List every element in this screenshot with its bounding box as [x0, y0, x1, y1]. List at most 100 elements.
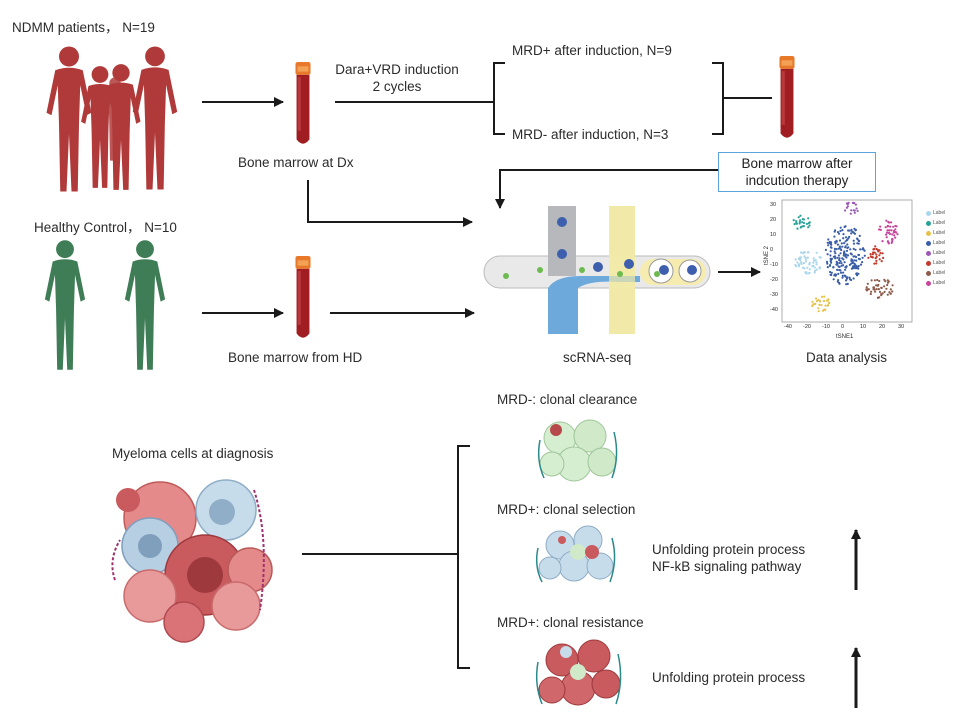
tsne-point	[802, 262, 806, 265]
tsne-point	[833, 230, 836, 233]
tsne-point	[799, 214, 802, 217]
tsne-point	[840, 248, 843, 252]
tsne-point	[832, 266, 835, 269]
tsne-legend-item: Label	[926, 248, 945, 258]
bone-marrow-after-box: Bone marrow after indcution therapy	[718, 152, 876, 192]
tsne-point	[875, 262, 878, 265]
bone-marrow-hd-label: Bone marrow from HD	[228, 350, 363, 365]
tsne-point	[829, 250, 832, 253]
induction-line-2: 2 cycles	[372, 79, 422, 94]
tsne-point	[863, 249, 866, 252]
tsne-point	[830, 246, 833, 249]
legend-dot-icon	[926, 210, 931, 216]
tsne-point	[888, 232, 892, 235]
ndmm-patient-figures	[46, 46, 178, 192]
tsne-point	[835, 239, 838, 242]
tsne-point	[880, 294, 883, 297]
tsne-point	[872, 251, 875, 254]
tsne-point	[846, 243, 849, 246]
tsne-point	[839, 269, 842, 272]
data-analysis-label: Data analysis	[806, 350, 888, 365]
tsne-legend-item: Label	[926, 238, 945, 248]
myeloma-diagnosis-label: Myeloma cells at diagnosis	[112, 446, 274, 461]
tsne-point	[836, 280, 839, 283]
tsne-point	[796, 227, 799, 230]
tsne-point	[859, 248, 862, 251]
tsne-point	[799, 251, 803, 254]
tsne-point	[881, 240, 884, 243]
tsne-point	[880, 260, 883, 263]
tsne-point	[875, 284, 878, 287]
tsne-point	[887, 241, 890, 244]
tsne-point	[853, 209, 856, 212]
tsne-point	[815, 261, 818, 264]
tsne-point	[838, 261, 841, 265]
tsne-point	[883, 278, 886, 281]
tsne-point	[848, 263, 852, 266]
tsne-point	[852, 265, 855, 268]
tsne-point	[808, 268, 812, 271]
tsne-point	[872, 286, 876, 289]
tsne-point	[805, 272, 808, 275]
tsne-point	[832, 278, 835, 281]
tsne-point	[874, 257, 877, 260]
tsne-point	[846, 246, 849, 250]
tsne-point	[856, 209, 859, 213]
tsne-point	[891, 240, 894, 243]
tsne-point	[836, 243, 840, 246]
tsne-point	[832, 255, 836, 258]
tsne-point	[852, 231, 855, 234]
tube-after-icon	[779, 56, 795, 138]
tsne-point	[865, 286, 868, 289]
legend-label: Label	[933, 230, 946, 236]
tsne-legend-item: Label	[926, 278, 945, 288]
tsne-point	[843, 250, 846, 253]
tsne-point	[808, 261, 811, 264]
tsne-point	[884, 226, 887, 229]
tsne-point	[811, 265, 814, 268]
tsne-point	[886, 281, 890, 284]
tsne-point	[854, 203, 858, 206]
tsne-point	[843, 225, 846, 229]
tsne-point	[887, 229, 891, 232]
tsne-point	[793, 223, 796, 226]
tsne-point	[841, 229, 844, 232]
tsne-point	[807, 226, 810, 229]
induction-line-1: Dara+VRD induction	[335, 62, 459, 77]
legend-dot-icon	[926, 220, 931, 226]
tsne-point	[845, 279, 848, 282]
tsne-point	[825, 260, 829, 263]
legend-label: Label	[933, 240, 946, 246]
tsne-legend-item: Label	[926, 258, 945, 268]
tsne-point	[813, 271, 816, 274]
tsne-point	[894, 228, 897, 231]
tsne-point	[824, 308, 827, 311]
tsne-point	[800, 262, 803, 265]
tsne-point	[806, 266, 809, 269]
tsne-point	[846, 203, 849, 206]
tsne-point	[829, 242, 833, 245]
tsne-point	[879, 228, 882, 231]
tsne-point	[795, 222, 799, 225]
tsne-point	[858, 239, 861, 242]
tsne-point	[799, 258, 802, 262]
tsne-point	[833, 250, 836, 253]
tsne-x-tick: 30	[898, 324, 905, 330]
tsne-point	[818, 256, 821, 259]
tsne-point	[856, 237, 859, 240]
tsne-point	[883, 285, 886, 288]
selection-pathway-2: NF-kB signaling pathway	[652, 559, 802, 574]
tsne-point	[844, 236, 848, 239]
legend-label: Label	[933, 280, 946, 286]
tsne-point	[812, 259, 816, 262]
tsne-y-tick: 10	[770, 232, 777, 238]
tsne-point	[866, 282, 869, 285]
legend-dot-icon	[926, 240, 931, 246]
myeloma-cell-cluster-icon	[111, 479, 273, 643]
tsne-point	[890, 221, 893, 224]
selection-cells-icon	[535, 525, 616, 583]
tsne-point	[873, 251, 877, 254]
tsne-point	[856, 274, 859, 277]
